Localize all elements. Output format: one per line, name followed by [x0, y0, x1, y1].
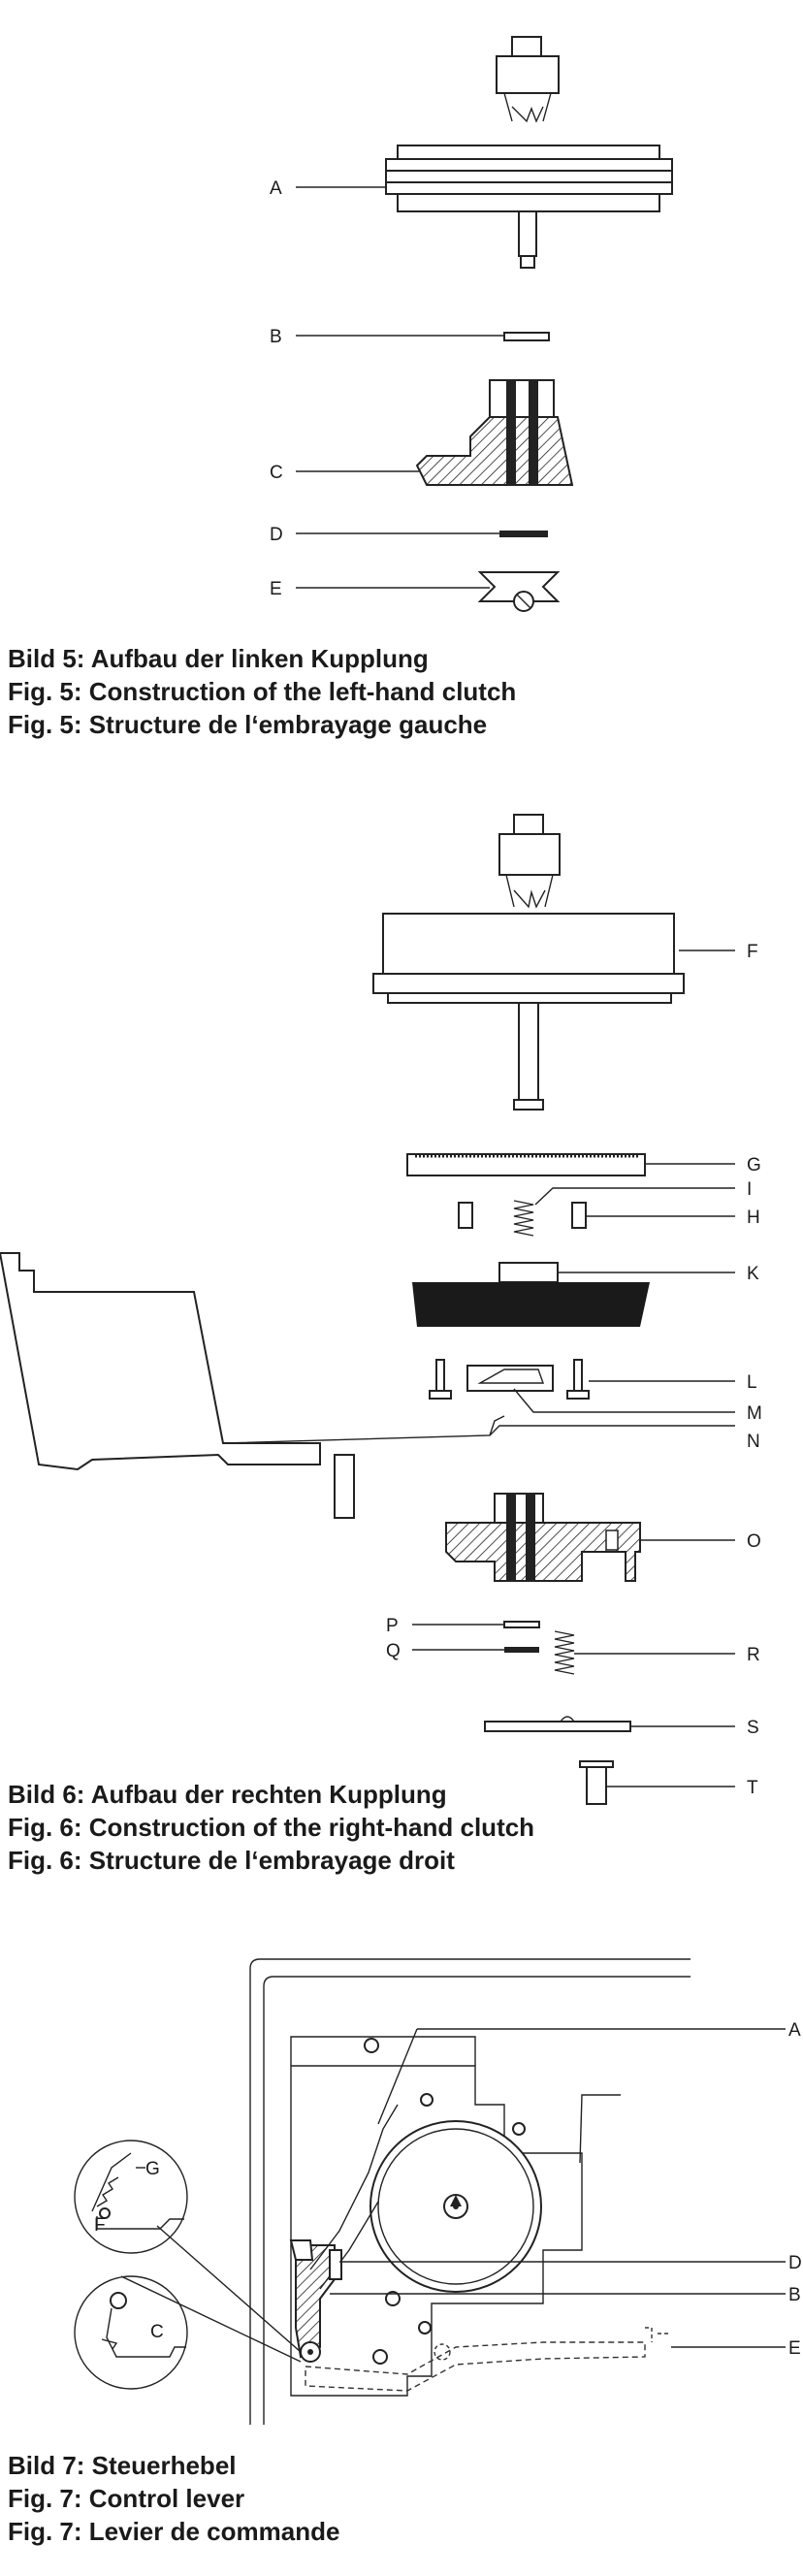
label-r: R — [747, 1645, 760, 1665]
part-l-screws — [429, 1359, 590, 1400]
part-s-plate — [484, 1716, 631, 1732]
caption-english: Fig. 6: Construction of the right-hand c… — [8, 1813, 535, 1842]
figure-6-caption: Bild 6: Aufbau der rechten Kupplung Fig.… — [8, 1778, 534, 1877]
caption-english: Fig. 7: Control lever — [8, 2484, 245, 2513]
label-e: E — [270, 579, 282, 599]
figure-5-drawing: A B C D E — [270, 36, 673, 612]
part-h-pad-left — [458, 1202, 473, 1229]
part-d-washer — [499, 531, 548, 537]
mount-hole — [372, 2349, 388, 2365]
part-c-hub-body — [415, 379, 574, 486]
caption-german: Bild 5: Aufbau der linken Kupplung — [8, 644, 429, 673]
part-o-clutch-body — [445, 1493, 641, 1582]
label-f: F — [747, 942, 758, 962]
part-e-pulley — [477, 571, 561, 612]
label-c: C — [270, 463, 283, 483]
figure-6-drawing: F G I H K L M N O P Q R S T — [0, 814, 762, 1805]
control-lever — [289, 2104, 399, 2363]
label-d: D — [270, 525, 283, 545]
label-t: T — [747, 1778, 758, 1798]
part-r-spring — [554, 1630, 575, 1675]
label-p: P — [386, 1616, 399, 1636]
mount-hole — [364, 2038, 379, 2053]
label-i: I — [747, 1179, 752, 1200]
part-a-reel-hub — [385, 36, 673, 269]
part-p-pin — [503, 1621, 540, 1628]
inset-detail-c — [74, 2275, 302, 2390]
label-g: G — [747, 1155, 761, 1175]
caption-french: Fig. 6: Structure de l‘embrayage droit — [8, 1846, 455, 1875]
part-b-pin — [503, 332, 550, 341]
figure-5-caption: Bild 5: Aufbau der linken Kupplung Fig. … — [8, 642, 516, 741]
label-d: D — [788, 2253, 802, 2273]
figure-7-caption: Bild 7: Steuerhebel Fig. 7: Control leve… — [8, 2449, 339, 2548]
label-s: S — [747, 1718, 759, 1738]
mount-hole — [420, 2093, 434, 2107]
label-o: O — [747, 1531, 761, 1552]
label-n: N — [747, 1432, 760, 1452]
label-k: K — [747, 1264, 759, 1284]
part-k-felt-disc — [412, 1262, 650, 1327]
part-g-friction-plate — [406, 1153, 646, 1176]
mount-hole — [418, 2321, 432, 2334]
label-m: M — [747, 1403, 762, 1424]
part-f-reel-hub — [372, 814, 685, 1111]
part-i-spring — [513, 1200, 534, 1237]
label-a: A — [788, 2020, 801, 2041]
caption-german: Bild 6: Aufbau der rechten Kupplung — [8, 1780, 447, 1809]
caption-french: Fig. 7: Levier de commande — [8, 2517, 340, 2546]
part-m-slider — [466, 1365, 554, 1392]
label-q: Q — [386, 1641, 401, 1661]
inset-detail-g-f — [74, 2140, 302, 2353]
mount-hole — [385, 2291, 401, 2306]
part-n-lever — [0, 1252, 505, 1519]
label-h: H — [747, 1208, 760, 1228]
label-f: F — [94, 2215, 106, 2236]
label-g: G — [145, 2159, 160, 2179]
part-t-bushing — [579, 1760, 614, 1805]
part-q-pin — [504, 1647, 539, 1653]
caption-english: Fig. 5: Construction of the left-hand cl… — [8, 677, 517, 706]
reel-disc — [369, 2120, 542, 2293]
label-e: E — [788, 2338, 801, 2359]
part-h-pad-right — [571, 1202, 587, 1229]
mount-hole — [512, 2122, 526, 2136]
label-b: B — [788, 2285, 801, 2305]
caption-french: Fig. 5: Structure de l‘embrayage gauche — [8, 710, 488, 739]
chassis-plate — [249, 1958, 691, 2425]
lever-e-dashed — [305, 2327, 669, 2392]
label-c: C — [150, 2322, 164, 2342]
caption-german: Bild 7: Steuerhebel — [8, 2451, 237, 2480]
label-a: A — [270, 178, 282, 199]
figure-7-drawing: A D B E G F C — [74, 1958, 802, 2425]
label-b: B — [270, 327, 282, 347]
label-l: L — [747, 1372, 757, 1393]
